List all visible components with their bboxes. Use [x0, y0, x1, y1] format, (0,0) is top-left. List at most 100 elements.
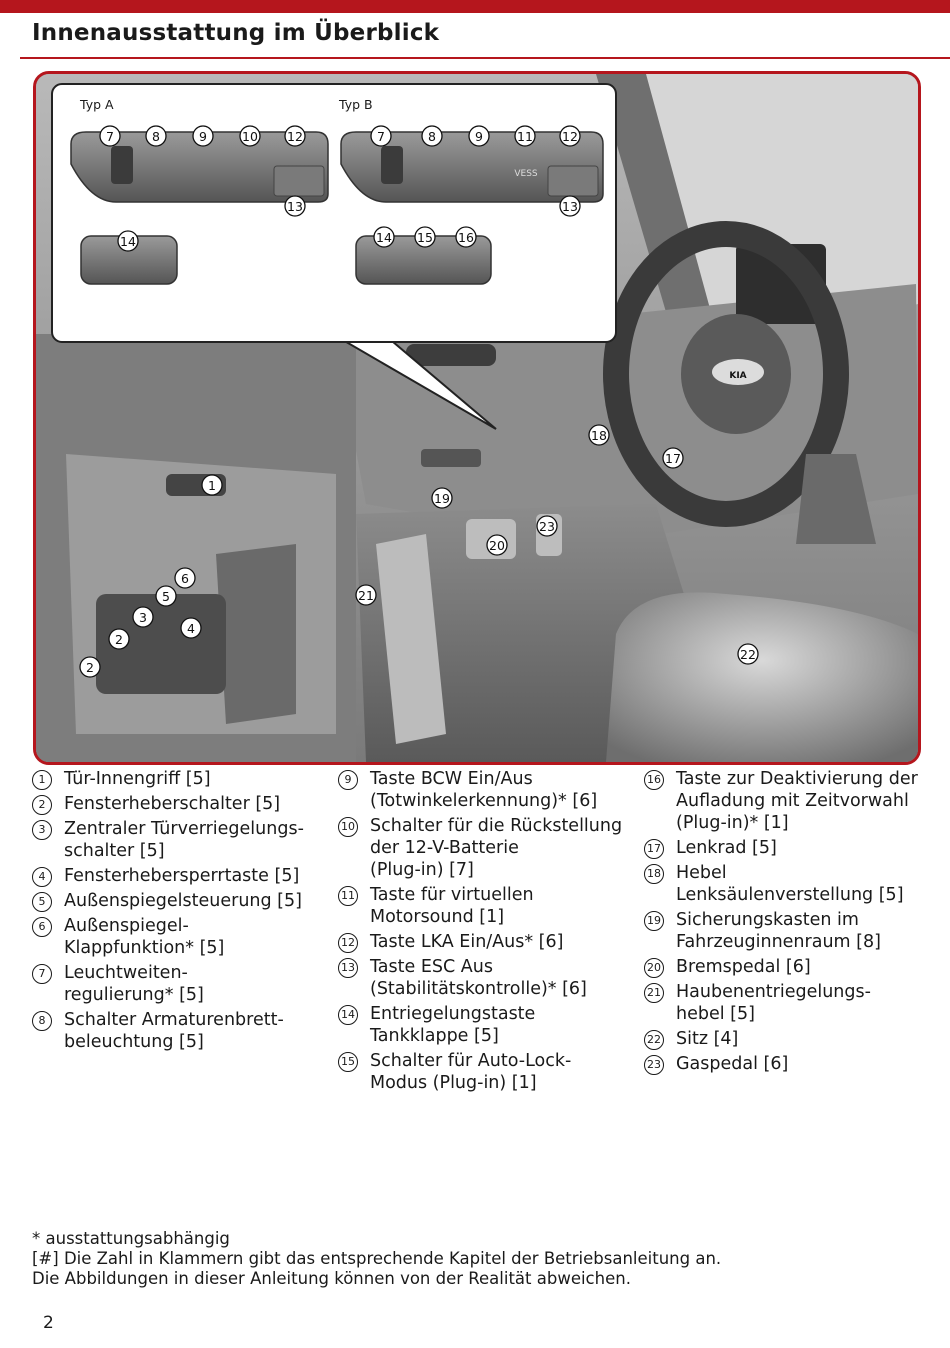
callout-circle-m19 — [431, 487, 453, 509]
callout-number-a7: 7 — [106, 129, 114, 144]
callout-circle-m17 — [662, 447, 684, 469]
legend-text: Tür-Innengriff [5] — [64, 769, 211, 789]
legend-text: Schalter Armaturenbrett- beleuchtung [5] — [64, 1010, 284, 1052]
footrest — [376, 534, 446, 744]
callout-circle-b11 — [514, 125, 536, 147]
callout-circle-b8 — [421, 125, 443, 147]
legend-text: Entriegelungstaste Tankklappe [5] — [370, 1004, 536, 1046]
callout-circle-b15 — [414, 226, 436, 248]
callout-circle-b7 — [370, 125, 392, 147]
legend-text: Taste zur Deaktivierung der Aufladung mi… — [676, 769, 918, 833]
callout-number-m23: 23 — [539, 519, 555, 534]
callout-number-b9: 9 — [475, 129, 483, 144]
callout-circle-b9 — [468, 125, 490, 147]
type-a-label: Typ A — [79, 97, 114, 112]
callout-circle-a7 — [99, 125, 121, 147]
callout-number-a14: 14 — [120, 234, 136, 249]
footnote-illustration-disclaimer: Die Abbildungen in dieser Anleitung könn… — [32, 1269, 631, 1288]
legend-item-8: 8 Schalter Armaturenbrett- beleuchtung [5… — [32, 1009, 332, 1053]
legend-item-23: 23 Gaspedal [6] — [644, 1053, 944, 1075]
legend-text: Haubenentriegelungs- hebel [5] — [676, 982, 871, 1024]
callout-number-m21: 21 — [358, 588, 374, 603]
callout-number-a10: 10 — [242, 129, 258, 144]
air-vent — [406, 344, 496, 366]
legend-number-badge: 23 — [644, 1055, 664, 1075]
callout-number-a8: 8 — [152, 129, 160, 144]
legend-item-14: 14 Entriegelungstaste Tankklappe [5] — [338, 1003, 638, 1047]
callout-circle-b16 — [455, 226, 477, 248]
legend-text: Schalter für Auto-Lock- Modus (Plug-in) … — [370, 1051, 572, 1093]
callout-number-m5: 5 — [162, 589, 170, 604]
type-b-esc-button — [547, 165, 599, 197]
legend-text: Taste für virtuellen Motorsound [1] — [370, 885, 534, 927]
legend-number-badge: 6 — [32, 917, 52, 937]
legend-item-20: 20 Bremspedal [6] — [644, 956, 944, 978]
callout-number-m6: 6 — [181, 571, 189, 586]
legend-item-7: 7 Leuchtweiten- regulierung* [5] — [32, 962, 332, 1006]
callout-circle-a13 — [284, 195, 306, 217]
legend-number-badge: 8 — [32, 1011, 52, 1031]
legend-number-badge: 2 — [32, 795, 52, 815]
callout-circle-m2b — [79, 656, 101, 678]
steering-wheel — [603, 221, 849, 527]
kia-logo-text: KIA — [729, 371, 746, 381]
kia-logo — [712, 359, 764, 385]
legend-number-badge: 13 — [338, 958, 358, 978]
callout-circle-m4 — [180, 617, 202, 639]
page-number: 2 — [43, 1313, 54, 1333]
legend-number-badge: 20 — [644, 958, 664, 978]
legend-text: Taste LKA Ein/Aus* [6] — [370, 932, 564, 952]
callout-number-b15: 15 — [417, 230, 433, 245]
callout-number-m20: 20 — [489, 538, 505, 553]
legend-text: Schalter für die Rückstellung der 12-V-B… — [370, 816, 623, 880]
callout-number-b13: 13 — [562, 199, 578, 214]
legend-number-badge: 14 — [338, 1005, 358, 1025]
driver-seat — [606, 592, 918, 762]
headlight-leveling-wheel — [111, 146, 133, 184]
type-b-headlight-leveling-wheel — [381, 146, 403, 184]
gear-lever — [796, 454, 876, 544]
legend-number-badge: 21 — [644, 983, 664, 1003]
callout-number-m2a: 2 — [115, 632, 123, 647]
callout-number-a9: 9 — [199, 129, 207, 144]
callout-number-a13: 13 — [287, 199, 303, 214]
legend-number-badge: 7 — [32, 964, 52, 984]
legend-text: Außenspiegelsteuerung [5] — [64, 891, 302, 911]
callout-number-m17: 17 — [665, 451, 681, 466]
footnotes: * ausstattungsabhängig [#] Die Zahl in K… — [32, 1229, 721, 1289]
callout-circle-m23 — [536, 515, 558, 537]
switch-inset-panel — [51, 83, 617, 343]
legend-text: Lenkrad [5] — [676, 838, 777, 858]
callout-circle-m22 — [737, 643, 759, 665]
legend-number-badge: 3 — [32, 820, 52, 840]
callout-circle-b14 — [373, 226, 395, 248]
legend-text: Taste BCW Ein/Aus (Totwinkelerkennung)* … — [370, 769, 598, 811]
callout-number-b14: 14 — [376, 230, 392, 245]
callout-circle-b12 — [559, 125, 581, 147]
legend-text: Gaspedal [6] — [676, 1054, 789, 1074]
legend-number-badge: 4 — [32, 867, 52, 887]
legend-text: Leuchtweiten- regulierung* [5] — [64, 963, 204, 1005]
callout-number-b8: 8 — [428, 129, 436, 144]
legend-number-badge: 12 — [338, 933, 358, 953]
callout-number-m18: 18 — [591, 428, 607, 443]
legend-number-badge: 15 — [338, 1052, 358, 1072]
legend-text: Sicherungskasten im Fahrzeuginnenraum [8… — [676, 910, 881, 952]
callout-number-a12: 12 — [287, 129, 303, 144]
legend-item-2: 2 Fensterheberschalter [5] — [32, 793, 332, 815]
legend-number-badge: 19 — [644, 911, 664, 931]
legend-text: Fensterheberschalter [5] — [64, 794, 281, 814]
legend-text: Bremspedal [6] — [676, 957, 811, 977]
